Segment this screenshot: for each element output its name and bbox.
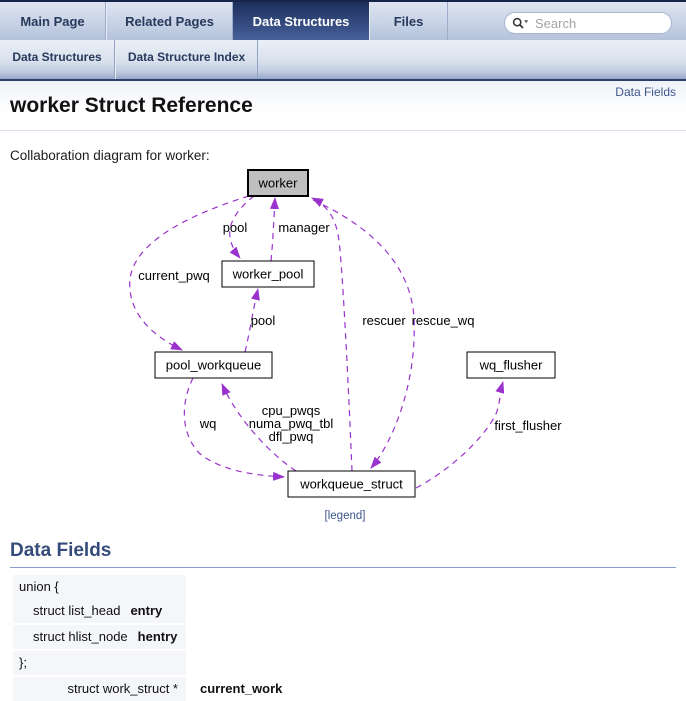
- table-row: };: [13, 651, 686, 675]
- member-table: union { struct list_head entry struct hli…: [13, 575, 686, 701]
- tab-label: Files: [393, 13, 424, 29]
- edge-label-first_flusher: first_flusher: [494, 418, 562, 433]
- diagram-node-worker_pool[interactable]: worker_pool: [221, 260, 315, 288]
- edge-rescuer: [311, 197, 353, 472]
- main-navbar: Main Page Related Pages Data Structures …: [0, 0, 686, 40]
- subtab-label: Data Structure Index: [127, 50, 246, 64]
- main-tabs: Main Page Related Pages Data Structures …: [0, 2, 686, 40]
- search-input[interactable]: [533, 14, 663, 32]
- edge-label-pool-1: pool: [223, 220, 248, 235]
- tab-label: Main Page: [20, 13, 85, 29]
- member-type: struct list_head: [33, 603, 121, 618]
- legend-link[interactable]: [legend]: [325, 510, 366, 522]
- node-label: pool_workqueue: [166, 358, 261, 373]
- member-name: current_work: [200, 681, 283, 696]
- search-dropdown-arrow-icon: [524, 19, 529, 23]
- diagram-node-workqueue_struct[interactable]: workqueue_struct: [287, 470, 416, 498]
- subtab-label: Data Structures: [12, 50, 102, 64]
- node-label: worker_pool: [232, 267, 304, 282]
- edge-label-wq: wq: [199, 416, 217, 431]
- member-type: union {: [19, 579, 59, 594]
- contents: Collaboration diagram for worker: pool m…: [0, 148, 686, 701]
- table-row: struct list_head entry: [13, 599, 686, 623]
- tab-label: Related Pages: [125, 13, 214, 29]
- edge-pool-pwq-to-worker_pool: [244, 288, 260, 353]
- member-name: hentry: [137, 629, 178, 644]
- edge-wq: [183, 377, 285, 481]
- tab-main-page[interactable]: Main Page: [0, 2, 106, 40]
- edge-label-manager: manager: [278, 220, 330, 235]
- edge-label-cpu_pwqs: cpu_pwqs: [262, 403, 321, 418]
- data-fields-heading: Data Fields: [10, 540, 676, 568]
- member-name: entry: [130, 603, 163, 618]
- tab-related-pages[interactable]: Related Pages: [106, 2, 233, 40]
- search-icon[interactable]: [512, 17, 529, 30]
- node-label: workqueue_struct: [299, 477, 403, 492]
- diagram-node-wq_flusher[interactable]: wq_flusher: [466, 351, 556, 379]
- tab-label: Data Structures: [252, 13, 350, 29]
- page-title: worker Struct Reference: [10, 94, 253, 117]
- collaboration-diagram: pool manager current_pwq pool rescuer re…: [129, 169, 562, 522]
- edge-label-current_pwq: current_pwq: [138, 268, 210, 283]
- diagram-node-worker[interactable]: worker: [247, 169, 309, 197]
- table-row: struct hlist_node hentry: [13, 625, 686, 649]
- data-fields-link[interactable]: Data Fields: [615, 85, 676, 99]
- secondary-navbar: Data Structures Data Structure Index: [0, 40, 686, 81]
- edge-current_pwq: [129, 195, 250, 351]
- edge-pool-worker-to-worker_pool: [229, 195, 255, 259]
- table-row: union {: [13, 575, 686, 599]
- edge-label-numa_pwq_tbl: numa_pwq_tbl: [249, 416, 334, 431]
- edge-label-rescuer: rescuer: [362, 313, 406, 328]
- member-type: struct hlist_node: [33, 629, 128, 644]
- edge-manager: [269, 197, 279, 262]
- edge-label-dfl_pwq: dfl_pwq: [269, 429, 314, 444]
- page-header: Data Fields worker Struct Reference: [0, 81, 686, 131]
- diagram-caption: Collaboration diagram for worker:: [10, 148, 210, 163]
- subtab-data-structures[interactable]: Data Structures: [0, 40, 115, 79]
- node-label: wq_flusher: [479, 358, 544, 373]
- edge-cpu_pwqs: [221, 383, 297, 472]
- node-label: worker: [257, 176, 298, 191]
- table-row: struct work_struct * current_work: [13, 677, 686, 701]
- tab-data-structures[interactable]: Data Structures: [233, 2, 369, 40]
- subtab-data-structure-index[interactable]: Data Structure Index: [115, 40, 258, 79]
- diagram-node-pool_workqueue[interactable]: pool_workqueue: [154, 351, 273, 379]
- search-box[interactable]: [504, 12, 672, 34]
- edge-first_flusher: [415, 381, 505, 489]
- edge-label-pool-2: pool: [251, 313, 276, 328]
- member-type: };: [19, 655, 27, 670]
- edge-label-rescue_wq: rescue_wq: [412, 313, 475, 328]
- tab-files[interactable]: Files: [369, 2, 448, 40]
- summary-links: Data Fields: [615, 85, 676, 99]
- member-type: struct work_struct *: [67, 681, 178, 696]
